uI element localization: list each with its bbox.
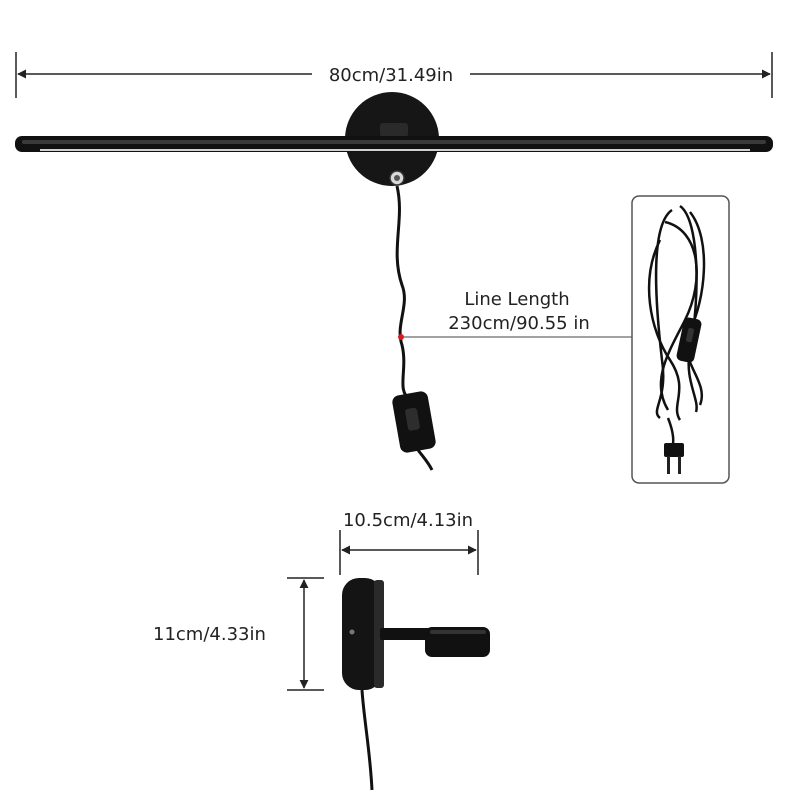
- inset-switch-button: [686, 328, 695, 343]
- height-label: 11cm/4.33in: [153, 624, 266, 645]
- side-mount-base: [342, 578, 382, 690]
- height-dimension: 11cm/4.33in: [153, 577, 324, 691]
- side-mount-edge: [374, 580, 384, 688]
- side-sensor-icon: [349, 629, 355, 635]
- cord-measure-marker: [398, 334, 404, 340]
- side-light-head-highlight: [430, 630, 486, 634]
- plug-prong-left: [667, 456, 670, 474]
- cord-length-callout: Line Length 230cm/90.55 in: [404, 289, 632, 338]
- depth-label: 10.5cm/4.13in: [343, 510, 473, 531]
- light-bar-highlight: [22, 140, 766, 144]
- inline-switch-button: [405, 407, 420, 431]
- width-dimension: 80cm/31.49in: [15, 52, 773, 98]
- wall-lamp-side-view: [342, 578, 490, 791]
- cord-upper: [395, 185, 412, 402]
- wall-lamp-front-view: [15, 92, 773, 186]
- plug-prong-right: [678, 456, 681, 474]
- side-light-head: [425, 627, 490, 657]
- side-cord: [360, 689, 374, 791]
- light-strip: [40, 149, 750, 151]
- plug-icon: [664, 443, 684, 457]
- cord-length-value: 230cm/90.55 in: [448, 313, 590, 334]
- power-cord: [392, 185, 436, 471]
- coiled-cord-inset: [631, 195, 730, 484]
- cord-length-title: Line Length: [464, 289, 569, 310]
- width-label: 80cm/31.49in: [329, 65, 453, 86]
- mount-knob: [380, 123, 408, 137]
- cord-lower: [416, 449, 434, 471]
- touch-sensor-center: [394, 175, 400, 181]
- depth-dimension: 10.5cm/4.13in: [339, 510, 479, 575]
